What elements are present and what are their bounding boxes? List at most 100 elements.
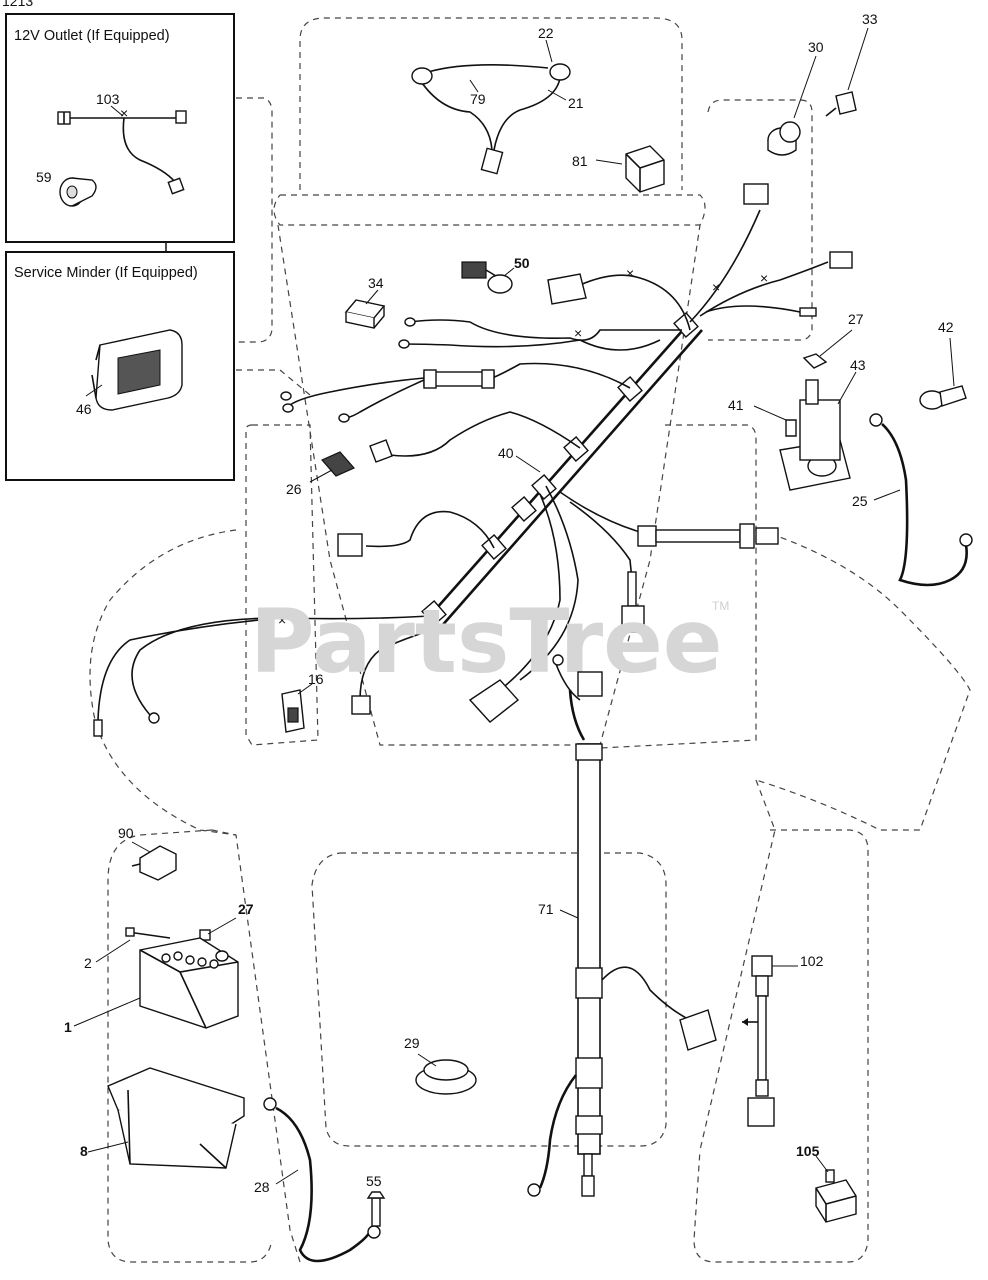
callout-25: 25 — [852, 493, 868, 509]
boot-sleeve — [939, 385, 967, 407]
harness-102-bottom-plug — [747, 1097, 775, 1127]
callout-105: 105 — [796, 1143, 820, 1159]
boot-42: 42 — [919, 319, 967, 410]
bolt-2-head — [125, 927, 135, 937]
callout-40: 40 — [498, 445, 514, 461]
ring-terminal-icon — [367, 1225, 381, 1239]
splice-x-icon: × — [760, 270, 768, 286]
main-harness-40: × × × × 26 40 × — [93, 183, 853, 737]
switch-105-plunger — [825, 1169, 835, 1183]
callout-27a: 27 — [848, 311, 864, 327]
battery-group: 90 2 27 1 8 — [64, 825, 254, 1169]
battery-tray-area — [107, 829, 273, 1263]
leader-90 — [131, 841, 151, 853]
dash-panel-outline — [273, 194, 706, 226]
interlock-plug-16: 16 — [281, 671, 324, 733]
harness-102-sleeve — [755, 975, 769, 997]
leader-21 — [547, 89, 567, 101]
callout-29: 29 — [404, 1035, 420, 1051]
harness-71-top-wire — [568, 689, 586, 741]
minder-box-title: Service Minder (If Equipped) — [14, 265, 198, 281]
ring-terminal-icon — [338, 413, 350, 423]
harness-trunk-edge — [439, 329, 703, 629]
callout-8: 8 — [80, 1143, 88, 1159]
callout-50: 50 — [514, 255, 530, 271]
key-shaft — [825, 107, 837, 117]
harness-sleeve — [511, 495, 537, 523]
pad-connector — [547, 273, 587, 305]
relay-plug — [829, 251, 853, 269]
seat-branch-b — [343, 379, 425, 419]
battery-cap — [161, 953, 171, 963]
battery-cap — [185, 955, 195, 965]
battery-cap — [197, 957, 207, 967]
outlet-harness-plug-right — [175, 110, 187, 124]
switch-34: 34 — [344, 275, 386, 329]
cable-28-wire — [275, 1106, 372, 1263]
battery-tray-body — [117, 1109, 237, 1169]
outlet-box-title: 12V Outlet (If Equipped) — [14, 28, 170, 44]
branch-to-switch-34-b — [403, 339, 661, 351]
arrow-head-icon — [742, 1018, 748, 1026]
clutch-connector — [621, 605, 645, 633]
battery-cap — [209, 959, 219, 969]
tractor-outline — [89, 17, 971, 1263]
tube-plug — [755, 527, 779, 545]
harness-102-top-plug — [751, 955, 773, 977]
headlight-lead-right — [493, 77, 561, 151]
fuse-90 — [139, 845, 177, 881]
ring-terminal-icon — [398, 339, 410, 349]
bolt-2 — [127, 931, 171, 939]
battery-edges — [139, 949, 239, 1029]
watermark-tm: TM — [712, 599, 729, 613]
harness-71-tube — [577, 743, 601, 1155]
callout-2: 2 — [84, 955, 92, 971]
plug-16-connector — [351, 695, 371, 715]
harness-71-sleeve — [575, 1057, 603, 1089]
headlight-harness: 22 79 21 — [411, 25, 584, 175]
plug-26-connector — [369, 439, 393, 463]
harness-102: 102 — [742, 953, 824, 1127]
fuse-90-tab — [131, 863, 141, 867]
splice-x-icon: × — [120, 105, 128, 121]
brake-switch-connector — [468, 679, 520, 723]
battery-cable-28: 28 — [254, 1097, 381, 1263]
switch-50-body — [461, 261, 487, 279]
relay-body — [625, 145, 665, 193]
callout-43: 43 — [850, 357, 866, 373]
harness-71-end-plug — [581, 1175, 595, 1197]
outlet-inset-box: 12V Outlet (If Equipped) × 103 59 — [5, 13, 235, 243]
box-link-line — [236, 369, 311, 396]
headlight-connector — [480, 147, 504, 175]
battery-cap — [173, 951, 183, 961]
bolt-55: 55 — [366, 1173, 386, 1227]
leader-33 — [847, 27, 869, 91]
callout-28: 28 — [254, 1179, 270, 1195]
branch-to-ignition — [689, 209, 761, 323]
branch-to-plug-16 — [359, 629, 433, 701]
callout-26: 26 — [286, 481, 302, 497]
leader-28 — [275, 1169, 299, 1185]
harness-71-ground-lead — [538, 1074, 578, 1189]
splice-x-icon: × — [626, 265, 634, 281]
leader-40 — [515, 455, 541, 473]
seat-switch-plug — [481, 369, 495, 389]
leader-41 — [753, 405, 787, 421]
outlet-socket-hole — [66, 185, 78, 199]
leader-1 — [73, 997, 141, 1027]
branch-to-brake-b — [499, 493, 561, 691]
callout-42: 42 — [938, 319, 954, 335]
leader-79 — [469, 79, 479, 93]
ring-terminal-icon — [263, 1097, 277, 1111]
leader-27a — [819, 329, 853, 357]
plug-16-face — [287, 707, 299, 723]
switch-105-edges — [815, 1187, 857, 1222]
bolt-41 — [785, 419, 797, 437]
branch-to-tube — [559, 491, 641, 533]
leader-43 — [837, 371, 857, 405]
switch-50: 50 — [461, 255, 530, 294]
branch-to-relay — [699, 261, 829, 317]
leader-105 — [815, 1155, 829, 1173]
leader-50 — [503, 267, 515, 277]
branch-to-pad — [579, 274, 691, 331]
